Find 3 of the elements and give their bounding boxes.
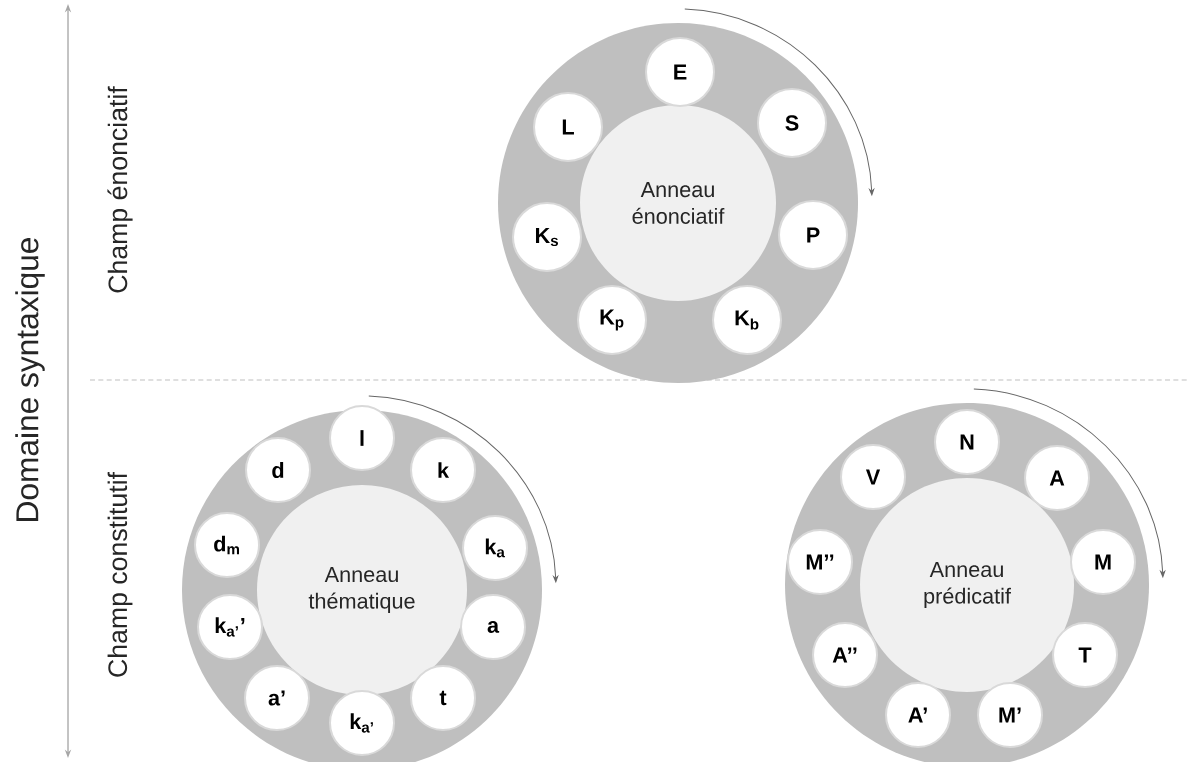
axis-label: Domaine syntaxique (15, 238, 45, 521)
axis-label: Champ énonciatif (107, 86, 133, 293)
axis-label: Champ constitutif (107, 472, 133, 677)
